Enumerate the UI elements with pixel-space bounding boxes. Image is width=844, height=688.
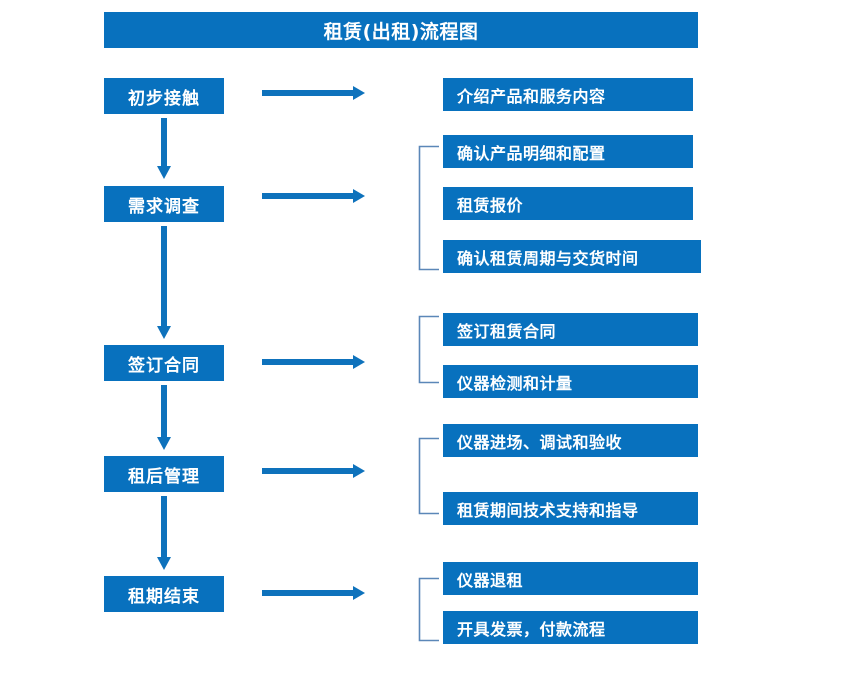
stage-box-3[interactable]: 签订合同 (104, 345, 224, 381)
detail-box-1[interactable]: 介绍产品和服务内容 (443, 78, 693, 111)
group-bracket-4 (418, 437, 440, 515)
detail-box-7[interactable]: 仪器进场、调试和验收 (443, 424, 698, 457)
detail-box-6[interactable]: 仪器检测和计量 (443, 365, 698, 398)
detail-arrow-right-5 (262, 585, 366, 601)
detail-box-5[interactable]: 签订租赁合同 (443, 313, 698, 346)
flow-arrow-down-2 (156, 226, 172, 340)
flow-arrow-down-3 (156, 385, 172, 451)
detail-arrow-right-2 (262, 188, 366, 204)
detail-arrow-right-1 (262, 85, 366, 101)
stage-box-4[interactable]: 租后管理 (104, 456, 224, 492)
stage-box-2[interactable]: 需求调查 (104, 186, 224, 222)
group-bracket-3 (418, 315, 440, 384)
group-bracket-2 (418, 145, 440, 271)
flow-arrow-down-4 (156, 496, 172, 571)
stage-box-1[interactable]: 初步接触 (104, 78, 224, 114)
flow-arrow-down-1 (156, 118, 172, 180)
detail-box-3[interactable]: 租赁报价 (443, 187, 693, 220)
detail-box-2[interactable]: 确认产品明细和配置 (443, 135, 693, 168)
detail-arrow-right-3 (262, 354, 366, 370)
detail-box-4[interactable]: 确认租赁周期与交货时间 (443, 240, 701, 273)
group-bracket-5 (418, 577, 440, 642)
diagram-title: 租赁(出租)流程图 (104, 12, 698, 48)
stage-box-5[interactable]: 租期结束 (104, 576, 224, 612)
detail-arrow-right-4 (262, 463, 366, 479)
detail-box-9[interactable]: 仪器退租 (443, 562, 698, 595)
detail-box-10[interactable]: 开具发票，付款流程 (443, 611, 698, 644)
detail-box-8[interactable]: 租赁期间技术支持和指导 (443, 492, 698, 525)
